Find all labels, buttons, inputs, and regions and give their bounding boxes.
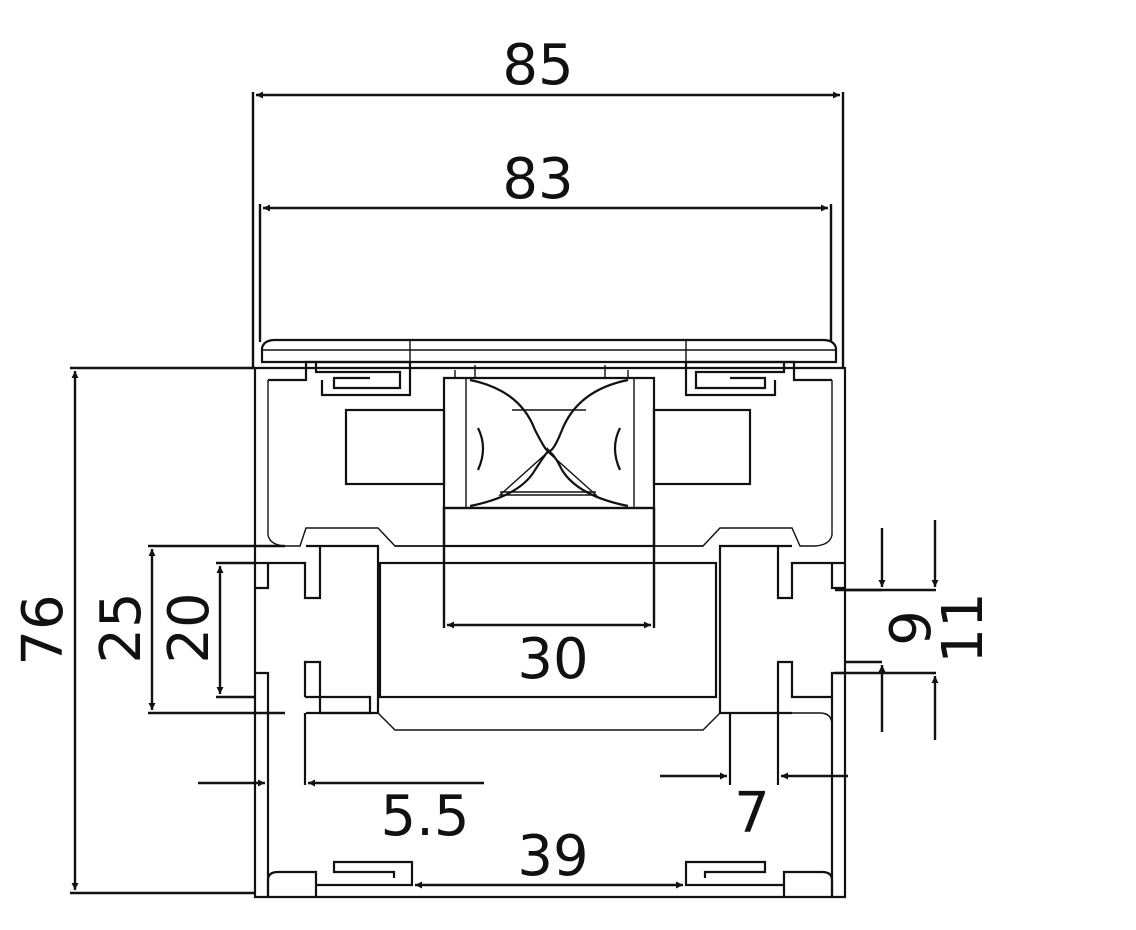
dimension-39: 39 [415, 824, 683, 889]
top-right-clip [694, 362, 786, 390]
dimension-30: 30 [442, 508, 656, 692]
bottom-right-clip [684, 860, 834, 897]
dimension-20-label: 20 [157, 592, 222, 663]
dimension-7-label: 7 [734, 781, 770, 846]
central-gasket [344, 365, 752, 510]
dimension-11-label: 11 [931, 592, 996, 663]
top-cover-plate [260, 338, 838, 364]
dimension-83-label: 83 [502, 147, 573, 212]
dimension-25: 25 [89, 544, 285, 715]
dimension-9: 9 [845, 528, 944, 732]
right-slot [728, 546, 845, 897]
bottom-left-clip [266, 860, 414, 897]
dimension-20: 20 [157, 561, 255, 699]
dimension-5-5-label: 5.5 [380, 784, 469, 849]
dimension-85: 85 [251, 33, 845, 368]
dimension-85-label: 85 [502, 33, 573, 98]
dimension-25-label: 25 [89, 592, 154, 663]
dimension-7: 7 [660, 772, 848, 846]
dimension-39-label: 39 [517, 824, 588, 889]
dimension-30-label: 30 [517, 627, 588, 692]
middle-chamber [306, 506, 792, 731]
left-slot [255, 546, 372, 897]
dimension-5-5: 5.5 [198, 779, 484, 849]
dimension-76: 76 [11, 366, 255, 895]
top-left-clip [314, 362, 402, 390]
dimension-76-label: 76 [11, 594, 76, 665]
dimension-83: 83 [258, 147, 833, 342]
dimension-9-label: 9 [879, 610, 944, 646]
dimension-11: 11 [835, 520, 996, 740]
